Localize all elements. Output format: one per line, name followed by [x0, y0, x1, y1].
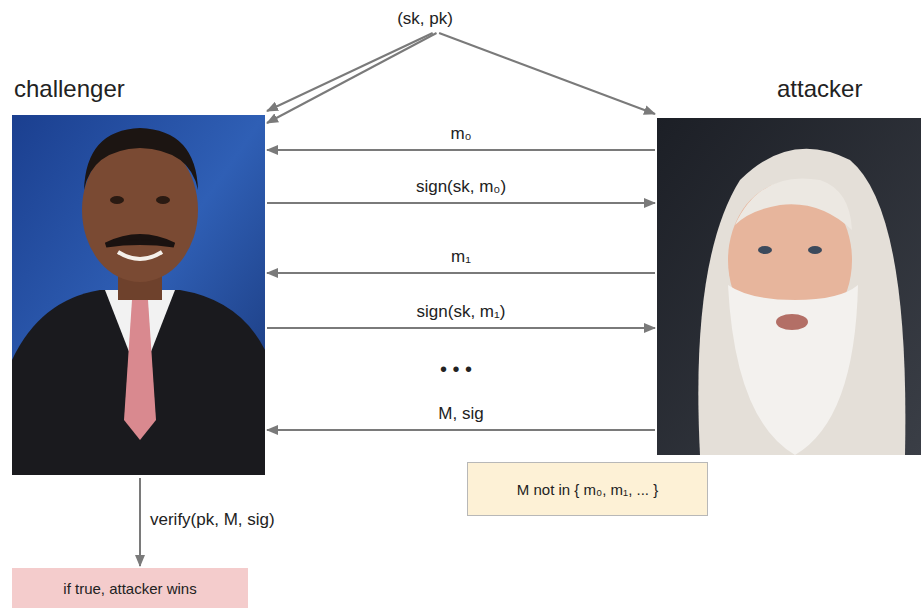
arrow-connector: [267, 33, 433, 111]
attacker-box: attacker: [657, 118, 921, 455]
photo-heading: challenger: [14, 75, 125, 103]
arrow-connector: [267, 272, 655, 274]
arrow-connector: [267, 149, 655, 151]
photo-heading: attacker: [777, 75, 862, 103]
message-label: verify(pk, M, sig): [150, 510, 275, 530]
message-label: sign(sk, m₁): [417, 302, 506, 322]
challenger-box: challenger: [12, 115, 265, 475]
box-text: M not in { m₀, m₁, ... }: [517, 481, 658, 498]
hair-top: [735, 178, 852, 230]
condition-note: M not in { m₀, m₁, ... }: [467, 462, 708, 516]
arrow-connector: [439, 33, 655, 114]
photo-background: [657, 118, 921, 455]
hair: [698, 149, 905, 455]
box-text: if true, attacker wins: [63, 580, 196, 597]
eye: [758, 246, 772, 254]
arrow-connector: [267, 429, 655, 431]
arrow-connector: [139, 478, 141, 566]
result-box: if true, attacker wins: [12, 568, 248, 608]
eye: [156, 196, 170, 204]
eye: [110, 196, 124, 204]
key-pair: (sk, pk): [393, 6, 457, 31]
hair: [84, 128, 198, 190]
beard: [728, 285, 858, 455]
eye: [808, 246, 822, 254]
suit: [12, 290, 265, 475]
photo-background: [12, 115, 265, 475]
continuation-dots: • • •: [440, 358, 472, 381]
message-label: sign(sk, m₀): [416, 177, 506, 197]
box-text: (sk, pk): [397, 9, 453, 29]
arrow-connector: [267, 202, 655, 204]
arrow-connector: [267, 327, 655, 329]
moustache: [106, 237, 174, 246]
arrow-connector: [267, 33, 437, 123]
challenger-photo: [12, 115, 265, 475]
message-label: m₀: [450, 124, 471, 144]
smile: [118, 252, 162, 259]
tie: [124, 300, 156, 440]
message-label: m₁: [451, 247, 471, 267]
attacker-photo: [657, 118, 921, 455]
mouth: [776, 314, 808, 330]
message-label: M, sig: [438, 404, 483, 424]
